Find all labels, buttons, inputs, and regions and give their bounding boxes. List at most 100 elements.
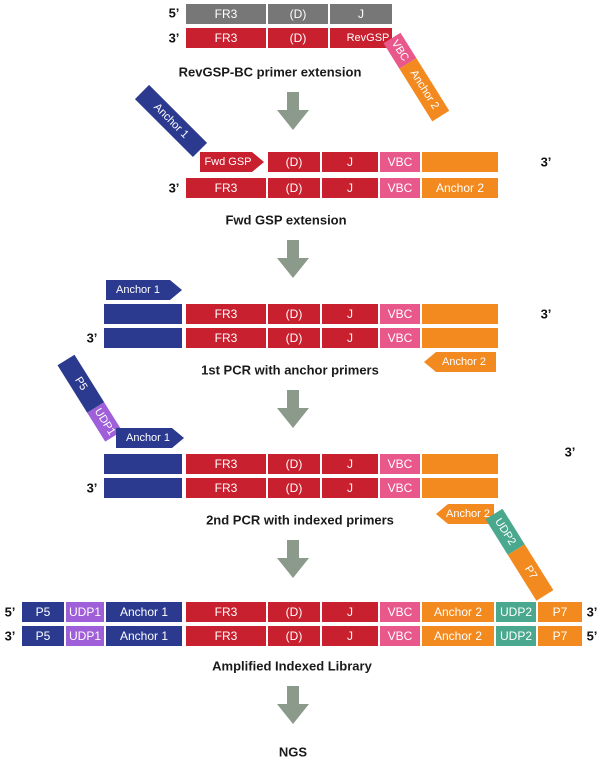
template-j-segment <box>330 4 392 24</box>
d-label: (D) <box>286 481 303 495</box>
d-label: (D) <box>286 181 303 195</box>
top-anchor2-segment <box>422 602 494 622</box>
udp2-segment <box>496 626 536 646</box>
top-d-label: (D) <box>286 307 303 321</box>
p7-segment <box>538 626 582 646</box>
d-segment <box>268 28 328 48</box>
vbc-segment <box>380 478 420 498</box>
top-j-label: J <box>347 307 353 321</box>
top-j-segment <box>322 454 378 474</box>
top-anchor1-label: Anchor 1 <box>120 605 168 619</box>
vbc-label: VBC <box>388 629 413 643</box>
three-prime-end-label: 3’ <box>5 629 16 644</box>
revgsp-tail: VBC Anchor 2 <box>383 32 450 122</box>
j-label: J <box>347 629 353 643</box>
template-fr3-segment <box>186 4 266 24</box>
top-vbc-segment <box>380 602 420 622</box>
step-3-first-pcr: Anchor 1 FR3 (D) J VBC 3’ 3’ FR3 (D) J V… <box>87 280 552 378</box>
d-segment <box>268 178 320 198</box>
top-j-label: J <box>347 155 353 169</box>
fr3-segment <box>186 178 266 198</box>
udp2-p7-primer-tail: UDP2 P7 <box>485 508 554 601</box>
top-d-label: (D) <box>286 155 303 169</box>
anchor2-tail-segment <box>399 58 450 122</box>
template-j-label: J <box>358 7 364 21</box>
p5-udp1-primer-tail: P5 UDP1 <box>57 354 123 442</box>
top-d-segment <box>268 152 320 172</box>
d-segment <box>268 328 320 348</box>
top-j-segment <box>322 304 378 324</box>
top-anchor2-label: Anchor 2 <box>434 605 482 619</box>
udp2-label: UDP2 <box>500 629 532 643</box>
anchor2-reverse-primer-label: Anchor 2 <box>442 356 486 368</box>
d-label: (D) <box>286 629 303 643</box>
step-2-fwd-gsp-extension: Anchor 1 Fwd GSP (D) J VBC 3’ 3’ FR3 (D)… <box>134 84 551 228</box>
top-d-segment <box>268 602 320 622</box>
three-prime-end-label: 3’ <box>587 605 598 620</box>
top-d-segment <box>268 304 320 324</box>
j-segment <box>322 178 378 198</box>
anchor1-segment <box>106 626 182 646</box>
top-j-label: J <box>347 457 353 471</box>
top-fr3-segment <box>186 304 266 324</box>
down-arrow-1 <box>277 92 309 130</box>
top-fr3-segment <box>186 454 266 474</box>
anchor2-segment <box>422 626 494 646</box>
top-fr3-segment <box>186 602 266 622</box>
step-1-revgsp-extension: 5’ 3’ FR3 (D) J FR3 (D) RevGSP VBC Ancho… <box>169 4 450 122</box>
anchor2-segment <box>422 178 498 198</box>
j-label: J <box>347 481 353 495</box>
top-vbc-label: VBC <box>388 457 413 471</box>
anchor2-indexed-primer-label: Anchor 2 <box>446 508 490 520</box>
template-fr3-label: FR3 <box>215 7 238 21</box>
template-d-segment <box>268 4 328 24</box>
step-6-caption: NGS <box>279 745 308 760</box>
fr3-label: FR3 <box>215 181 238 195</box>
revgsp-label: RevGSP <box>347 32 390 44</box>
three-prime-end-label: 3’ <box>541 307 552 322</box>
top-p5-segment <box>22 602 64 622</box>
top-j-segment <box>322 152 378 172</box>
top-anchor2-segment <box>422 454 498 474</box>
vbc-label: VBC <box>388 181 413 195</box>
top-vbc-segment <box>380 454 420 474</box>
j-label: J <box>347 331 353 345</box>
udp1-primer-segment <box>87 402 123 442</box>
three-prime-end-label: 3’ <box>565 445 576 460</box>
anchor2-label: Anchor 2 <box>434 629 482 643</box>
five-prime-end-label: 5’ <box>169 6 180 21</box>
vbc-segment <box>380 178 420 198</box>
fwd-gsp-primer <box>200 152 264 172</box>
vbc-tail-segment <box>383 32 417 69</box>
udp2-primer-segment <box>485 508 525 555</box>
top-vbc-label: VBC <box>388 307 413 321</box>
d-label: (D) <box>290 31 307 45</box>
fr3-segment <box>186 28 266 48</box>
top-anchor2-segment <box>422 152 498 172</box>
p5-segment <box>22 626 64 646</box>
down-arrow-2 <box>277 240 309 278</box>
five-prime-end-label: 5’ <box>5 605 16 620</box>
p5-label: P5 <box>36 629 51 643</box>
three-prime-end-label: 3’ <box>169 181 180 196</box>
step-1-caption: RevGSP-BC primer extension <box>179 65 362 80</box>
vbc-segment <box>380 626 420 646</box>
fwd-anchor1-primer: Anchor 1 <box>134 84 208 158</box>
top-fr3-label: FR3 <box>215 307 238 321</box>
top-anchor1-segment <box>104 304 182 324</box>
top-vbc-segment <box>380 152 420 172</box>
j-label: J <box>347 181 353 195</box>
anchor2-label: Anchor 2 <box>436 181 484 195</box>
udp1-segment <box>66 626 104 646</box>
step-5-amplified-library: 5’ 3’ 3’ 5’ P5 UDP1 Anchor 1 FR3 (D) J V… <box>5 602 598 674</box>
j-segment <box>322 328 378 348</box>
anchor1-segment <box>104 328 182 348</box>
step-3-caption: 1st PCR with anchor primers <box>201 363 379 378</box>
down-arrow-5 <box>277 686 309 724</box>
anchor2-segment <box>422 328 498 348</box>
vbc-label: VBC <box>388 331 413 345</box>
p5-primer-segment <box>57 354 105 413</box>
template-d-label: (D) <box>290 7 307 21</box>
fr3-label: FR3 <box>215 629 238 643</box>
